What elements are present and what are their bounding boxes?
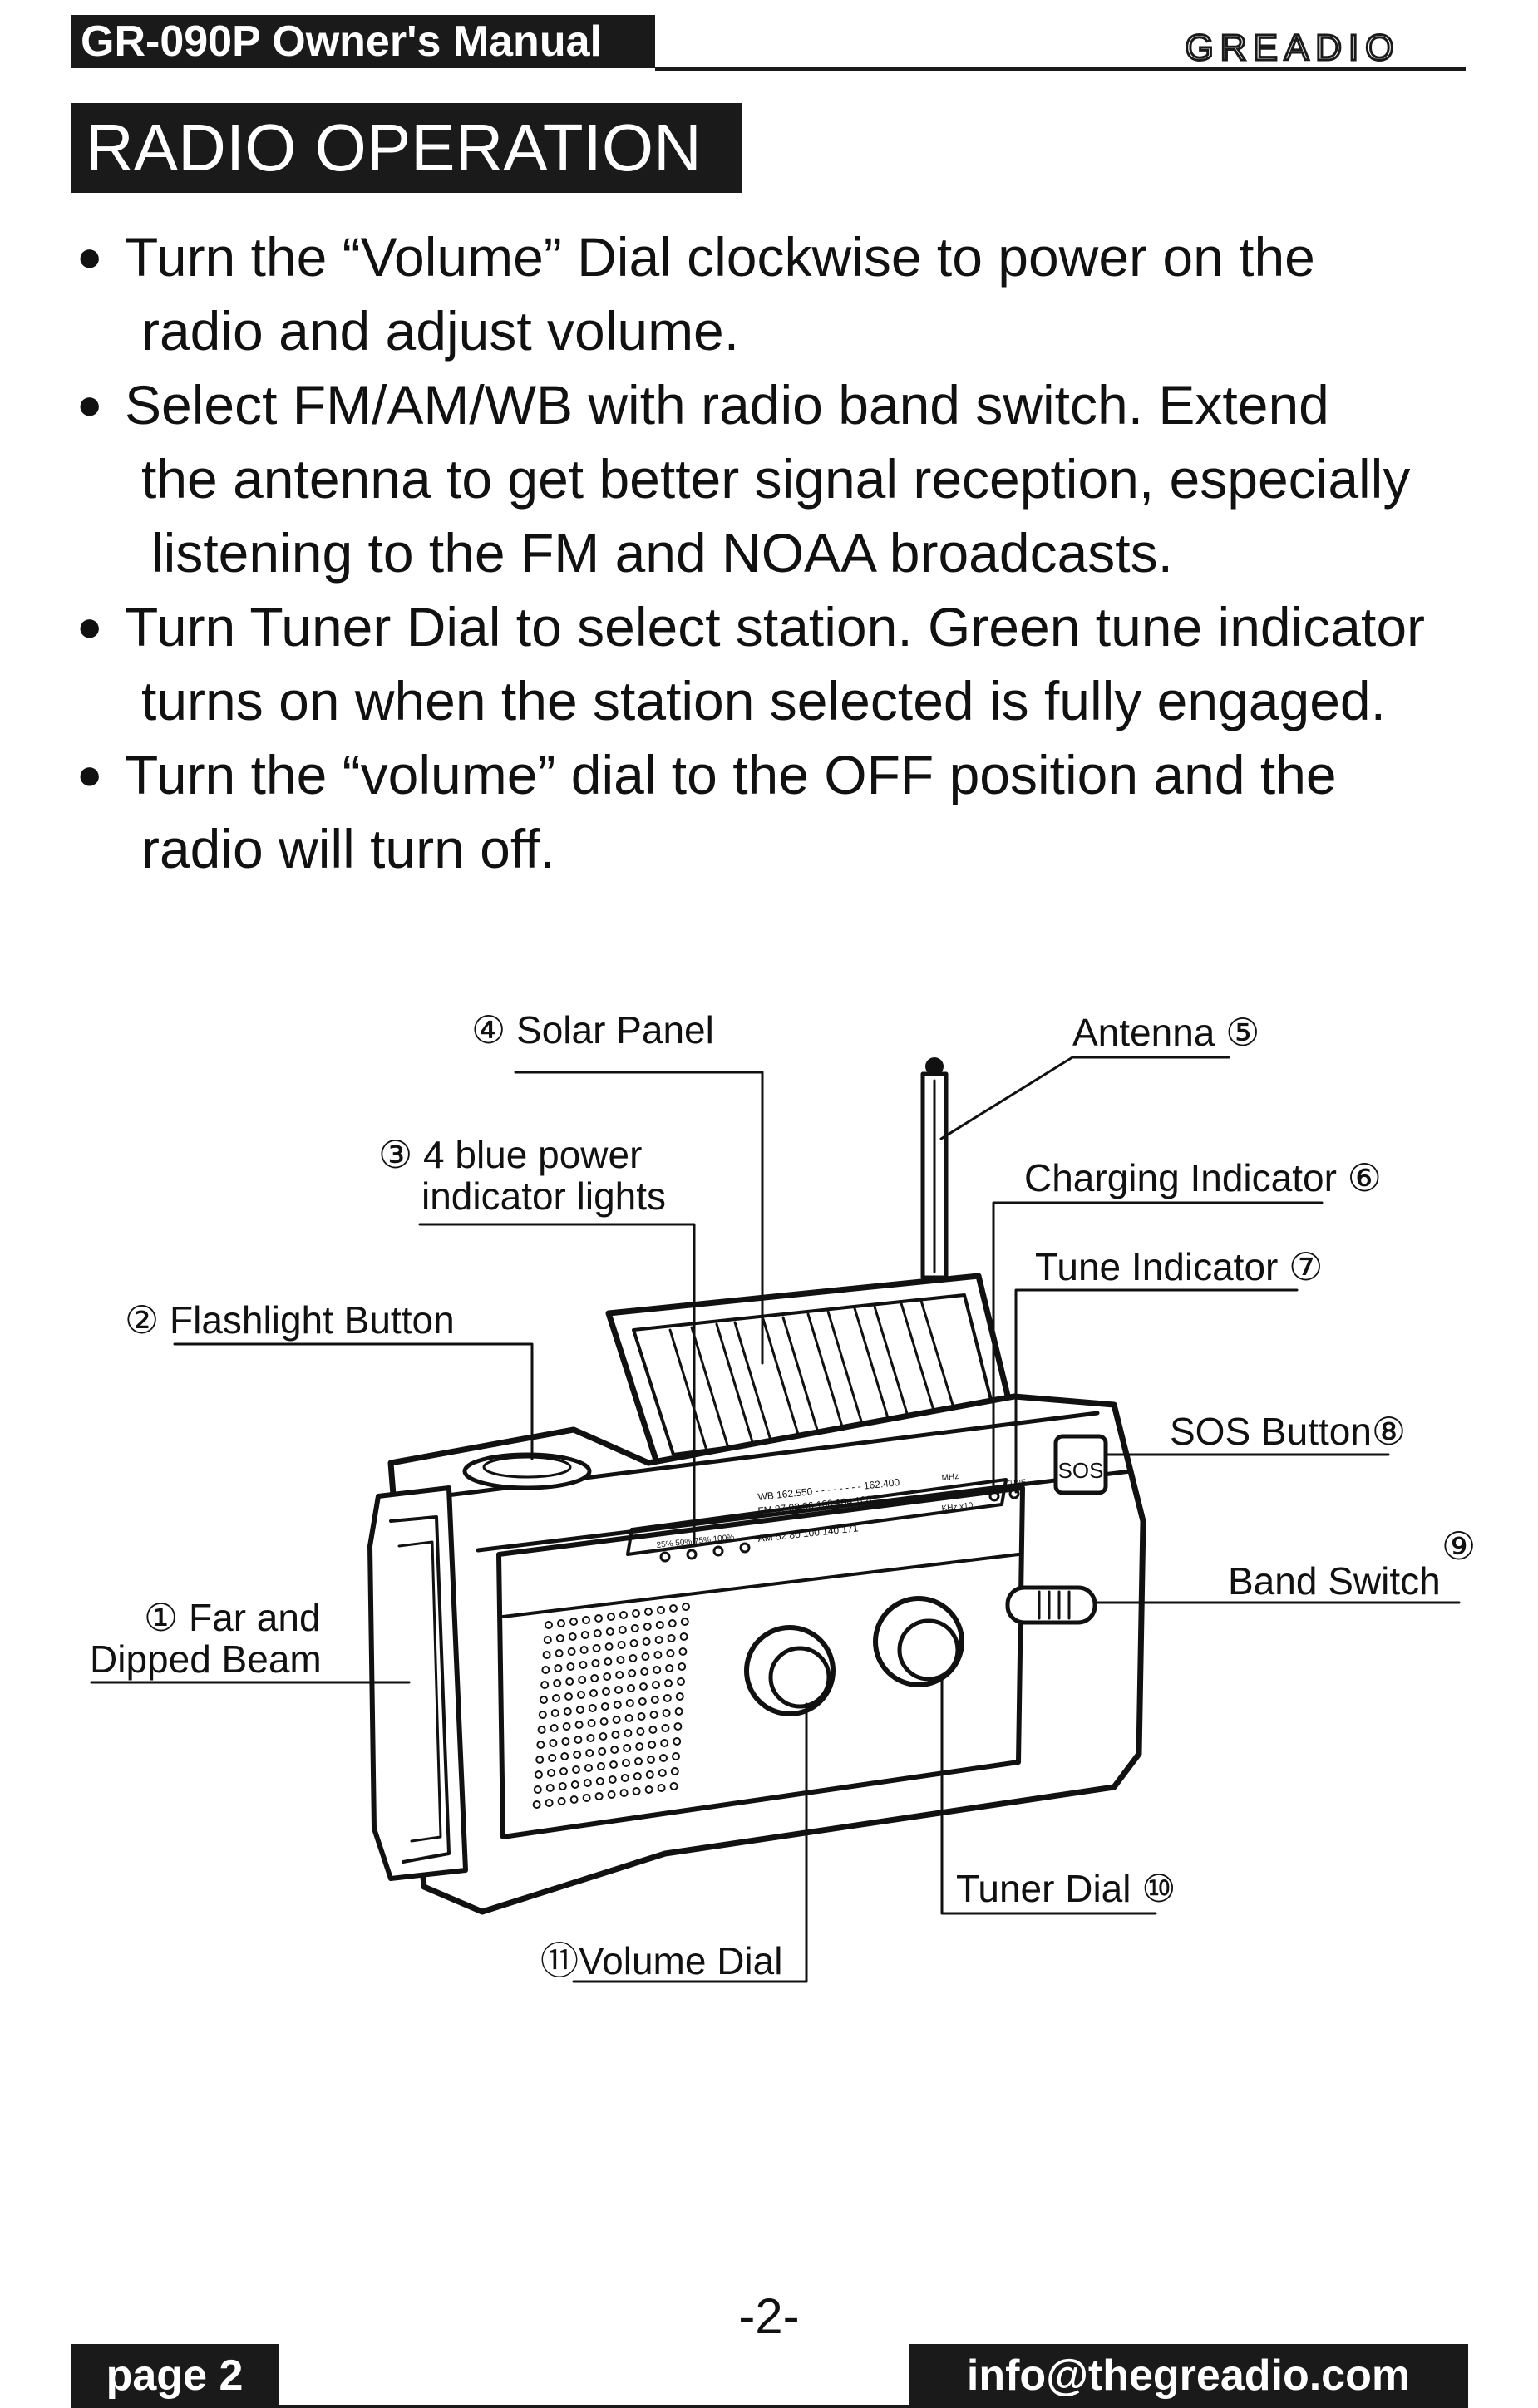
instruction-line: radio will turn off. <box>141 818 555 879</box>
instruction-line: the antenna to get better signal recepti… <box>141 448 1411 510</box>
section-title: RADIO OPERATION <box>71 103 742 193</box>
leader-lines <box>90 1056 1461 1983</box>
instruction-item: ● Select FM/AM/WB with radio band switch… <box>73 368 1503 590</box>
brand-logo-text: GREADIO <box>1186 30 1401 65</box>
footer-page-label: page 2 <box>71 2344 279 2408</box>
instruction-line: Turn Tuner Dial to select station. Green… <box>125 596 1426 657</box>
instruction-line: Turn the “volume” dial to the OFF positi… <box>125 744 1337 805</box>
label-band-switch: Band Switch <box>1228 1559 1441 1603</box>
mhz-text: MHz <box>941 1472 959 1483</box>
khz-text: KHz x10 <box>941 1501 974 1514</box>
instruction-line: turns on when the station selected is fu… <box>141 670 1386 731</box>
label-sos-button: SOS Button⑧ <box>1170 1410 1406 1453</box>
instruction-item: ● Turn Tuner Dial to select station. Gre… <box>73 590 1503 738</box>
header-rule <box>655 67 1466 71</box>
instruction-item: ● Turn the “Volume” Dial clockwise to po… <box>73 220 1503 368</box>
bullet-icon: ● <box>76 233 103 281</box>
manual-title: GR-090P Owner's Manual <box>71 15 655 68</box>
instruction-item: ● Turn the “volume” dial to the OFF posi… <box>73 738 1503 886</box>
label-solar-panel: ④ Solar Panel <box>471 1008 714 1051</box>
instruction-line: listening to the FM and NOAA broadcasts. <box>151 522 1173 584</box>
bullet-icon: ● <box>76 751 103 799</box>
speaker-grill-illustration <box>532 1603 690 1809</box>
bullet-icon: ● <box>76 603 103 651</box>
tune-led-text: TUNE <box>1005 1477 1026 1488</box>
label-charging-indicator: Charging Indicator ⑥ <box>1024 1156 1382 1199</box>
label-antenna: Antenna ⑤ <box>1072 1011 1259 1054</box>
instruction-line: Select FM/AM/WB with radio band switch. … <box>125 374 1329 436</box>
label-flashlight-button: ② Flashlight Button <box>125 1298 455 1342</box>
label-volume-dial: ⑪Volume Dial <box>540 1939 782 1982</box>
label-power-lights-line1: ③ 4 blue power <box>378 1133 642 1176</box>
label-far-dipped-beam-line1: ① Far and <box>144 1596 321 1639</box>
radio-body-illustration <box>367 1393 1146 1915</box>
label-band-switch-number: ⑨ <box>1442 1524 1476 1568</box>
label-far-dipped-beam-line2: Dipped Beam <box>90 1637 322 1681</box>
instruction-line: radio and adjust volume. <box>141 300 740 362</box>
instruction-line: Turn the “Volume” Dial clockwise to powe… <box>125 226 1315 288</box>
label-power-lights-line2: indicator lights <box>421 1174 666 1218</box>
footer-email: info@thegreadio.com <box>909 2344 1468 2408</box>
antenna-illustration <box>920 1057 949 1280</box>
page-number: -2- <box>738 2288 800 2344</box>
brand-logo: GREADIO <box>1184 30 1401 65</box>
sos-button-text: SOS <box>1058 1458 1104 1483</box>
label-tuner-dial: Tuner Dial ⑩ <box>956 1867 1176 1910</box>
footer-rule <box>279 2405 909 2408</box>
instruction-list: ● Turn the “Volume” Dial clockwise to po… <box>73 220 1503 886</box>
bullet-icon: ● <box>76 381 103 429</box>
label-tune-indicator: Tune Indicator ⑦ <box>1035 1245 1323 1288</box>
